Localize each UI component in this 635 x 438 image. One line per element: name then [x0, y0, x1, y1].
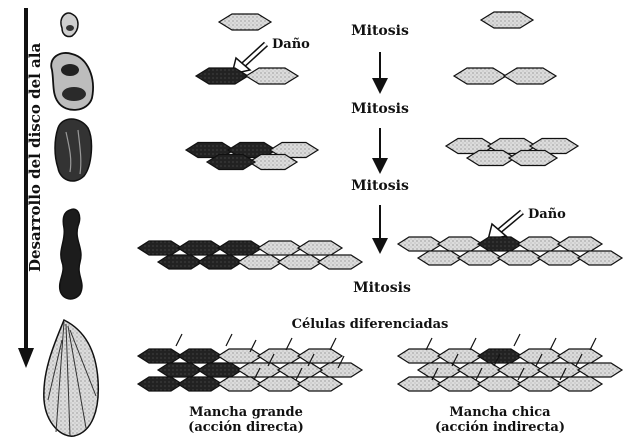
cell: [438, 237, 482, 251]
cell: [578, 251, 622, 265]
damaged-cell: [178, 377, 222, 391]
damaged-cell: [158, 363, 202, 377]
damaged-cell: [198, 255, 242, 269]
cell-hair: [226, 334, 232, 346]
mitosis-label-4: Mitosis: [353, 280, 411, 296]
wing-disc-stage-5-adult-wing: [44, 320, 98, 436]
cell: [258, 349, 302, 363]
cell: [218, 349, 262, 363]
cell: [518, 237, 562, 251]
cell-hair: [590, 338, 596, 350]
cell: [458, 251, 502, 265]
cell: [538, 363, 582, 377]
cell: [558, 237, 602, 251]
cell: [518, 349, 562, 363]
cell: [518, 377, 562, 391]
left-caption-subtitle: (acción directa): [188, 420, 304, 435]
damaged-cell: [478, 237, 522, 251]
differentiated-cells-label: Células diferenciadas: [292, 317, 449, 332]
cell: [454, 68, 506, 84]
mitosis-label-1: Mitosis: [351, 23, 409, 39]
cell: [238, 255, 282, 269]
damage-label-left: Daño: [272, 37, 310, 52]
cell-hair: [550, 338, 556, 350]
wing-disc-stage-4: [60, 209, 82, 299]
damaged-cell: [138, 241, 182, 255]
cell: [318, 255, 362, 269]
cell: [498, 251, 542, 265]
damaged-cell: [178, 349, 222, 363]
cell: [258, 377, 302, 391]
cell: [418, 363, 462, 377]
cell: [458, 363, 502, 377]
cell: [219, 14, 271, 30]
damaged-cell: [218, 241, 262, 255]
cell-hair: [176, 334, 182, 346]
wing-disc-stage-1: [61, 13, 78, 37]
cell: [218, 377, 262, 391]
right-caption-subtitle: (acción indirecta): [435, 420, 565, 435]
cell: [398, 237, 442, 251]
cell: [558, 377, 602, 391]
damage-arrow-right: [488, 212, 522, 240]
cell-hair: [514, 334, 520, 346]
cell-hair: [470, 338, 476, 350]
cell: [278, 255, 322, 269]
cell: [578, 363, 622, 377]
cell: [246, 68, 298, 84]
cell-hair: [426, 338, 432, 350]
cell: [558, 349, 602, 363]
cell: [438, 349, 482, 363]
damaged-cell: [138, 349, 182, 363]
cell-hair: [286, 338, 292, 350]
cell: [298, 241, 342, 255]
development-label: Desarrollo del disco del ala: [26, 43, 44, 272]
cell-hair: [330, 338, 336, 350]
damaged-cell: [478, 349, 522, 363]
cell: [538, 251, 582, 265]
cell: [504, 68, 556, 84]
wing-disc-stage-3: [55, 119, 91, 181]
cell: [398, 377, 442, 391]
cell: [298, 377, 342, 391]
damaged-cell: [198, 363, 242, 377]
cell: [418, 251, 462, 265]
wing-disc-stage-2: [51, 53, 93, 110]
damaged-cell: [178, 241, 222, 255]
damaged-cell: [158, 255, 202, 269]
left-caption-title: Mancha grande: [189, 405, 303, 420]
cell: [398, 349, 442, 363]
cell: [481, 12, 533, 28]
cell: [298, 349, 342, 363]
right-caption-title: Mancha chica: [449, 405, 551, 420]
cell: [258, 241, 302, 255]
mitosis-label-2: Mitosis: [351, 101, 409, 117]
damage-label-right: Daño: [528, 207, 566, 222]
cell: [278, 363, 322, 377]
cell: [438, 377, 482, 391]
cell: [478, 377, 522, 391]
mitosis-label-3: Mitosis: [351, 178, 409, 194]
damaged-cell: [138, 377, 182, 391]
cell: [238, 363, 282, 377]
